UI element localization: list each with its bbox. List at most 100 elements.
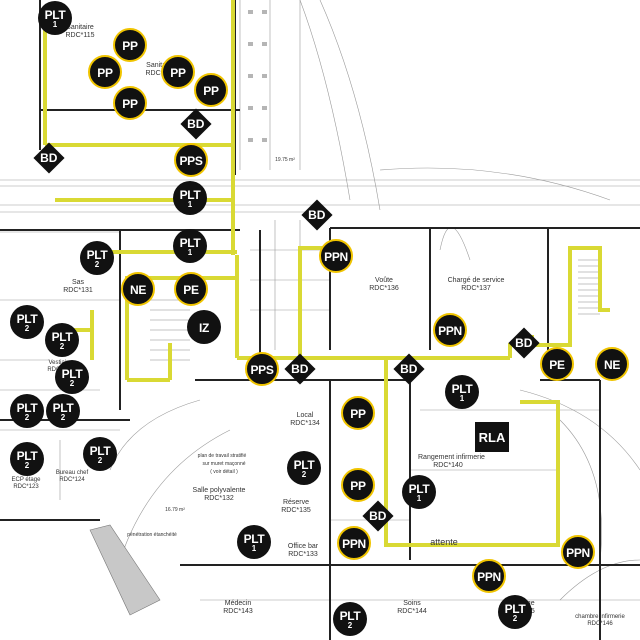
marker-code: BD <box>308 208 326 222</box>
marker-pp: PP <box>194 73 228 107</box>
marker-level: 2 <box>24 412 30 422</box>
room-code: RDC*136 <box>369 285 399 292</box>
room-code: RDC*137 <box>461 285 491 292</box>
room-name: chambre infirmerie <box>575 614 625 620</box>
marker-code: PP <box>122 38 138 53</box>
marker-ppn: PPN <box>319 239 353 273</box>
marker-ppn: PPN <box>472 559 506 593</box>
marker-code: PPS <box>250 362 274 377</box>
marker-level: 1 <box>187 247 193 257</box>
stair-treads <box>150 259 600 361</box>
room-name: Médecin <box>224 600 252 607</box>
marker-pps: PPS <box>174 143 208 177</box>
plan-note: pénétration étanchéité <box>127 531 177 538</box>
marker-level: 2 <box>347 620 353 630</box>
marker-level: 1 <box>187 199 193 209</box>
marker-pe: PE <box>540 347 574 381</box>
marker-code: PP <box>350 478 366 493</box>
marker-code: PLT <box>16 448 38 463</box>
marker-code: PLT <box>51 329 73 344</box>
marker-code: IZ <box>198 320 210 335</box>
room-name: Soins <box>403 600 421 607</box>
marker-ne: NE <box>595 347 629 381</box>
marker-ppn: PPN <box>433 313 467 347</box>
room-code: RDC*146 <box>587 621 613 627</box>
plan-note: attente <box>430 536 458 547</box>
room-code: RDC*131 <box>63 287 93 294</box>
marker-code: NE <box>129 282 147 297</box>
marker-code: PLT <box>86 247 108 262</box>
marker-pp: PP <box>88 55 122 89</box>
ramp-hatching <box>89 524 161 616</box>
room-code: RDC*117 <box>145 70 175 77</box>
marker-code: PLT <box>243 531 265 546</box>
marker-code: NE <box>603 357 621 372</box>
marker-code: PP <box>203 83 219 98</box>
room-name: Sanitaire <box>66 24 94 31</box>
room-code: RDC*124 <box>59 477 85 483</box>
room-code: RDC*133 <box>288 551 318 558</box>
marker-pp: PP <box>113 28 147 62</box>
plan-note: ( voir détail ) <box>210 468 238 475</box>
room-name: Office bar <box>287 543 319 550</box>
marker-code: BD <box>369 509 387 523</box>
marker-ne: NE <box>121 272 155 306</box>
room-name: Réserve <box>282 499 310 506</box>
marker-level: 2 <box>24 460 30 470</box>
marker-rla: RLA <box>475 422 509 452</box>
plan-note: 19.75 m² <box>275 156 295 163</box>
plan-note: 16.79 m² <box>165 506 185 513</box>
room-name: Salle polyvalente <box>192 487 246 494</box>
marker-level: 1 <box>416 493 422 503</box>
marker-code: PE <box>549 357 565 372</box>
room-name: Sanitaire <box>146 62 174 69</box>
marker-level: 1 <box>251 543 257 553</box>
marker-code: PPN <box>438 323 462 338</box>
room-name: Rangement infirmerie <box>418 454 485 461</box>
room-code: RDC*134 <box>290 420 320 427</box>
marker-code: PP <box>170 65 186 80</box>
marker-level: 2 <box>94 259 100 269</box>
marker-code: PP <box>350 406 366 421</box>
marker-code: PLT <box>339 608 361 623</box>
plan-detail-lines <box>0 0 640 601</box>
plan-note: plan de travail stratifié <box>197 452 247 459</box>
marker-level: 2 <box>69 378 75 388</box>
marker-code: RLA <box>478 429 506 445</box>
marker-code: PLT <box>451 381 473 396</box>
marker-code: PLT <box>61 366 83 381</box>
window-hatching <box>248 10 267 142</box>
marker-code: PPN <box>477 569 501 584</box>
room-code: RDC*115 <box>65 32 95 39</box>
room-code: RDC*144 <box>397 608 427 615</box>
marker-code: PLT <box>504 601 526 616</box>
marker-level: 1 <box>459 393 465 403</box>
marker-code: PLT <box>16 400 38 415</box>
room-name: Bureau chef <box>55 470 89 476</box>
marker-code: BD <box>291 362 309 376</box>
marker-pp: PP <box>341 396 375 430</box>
plan-note: sur muret maçonné <box>202 460 246 467</box>
